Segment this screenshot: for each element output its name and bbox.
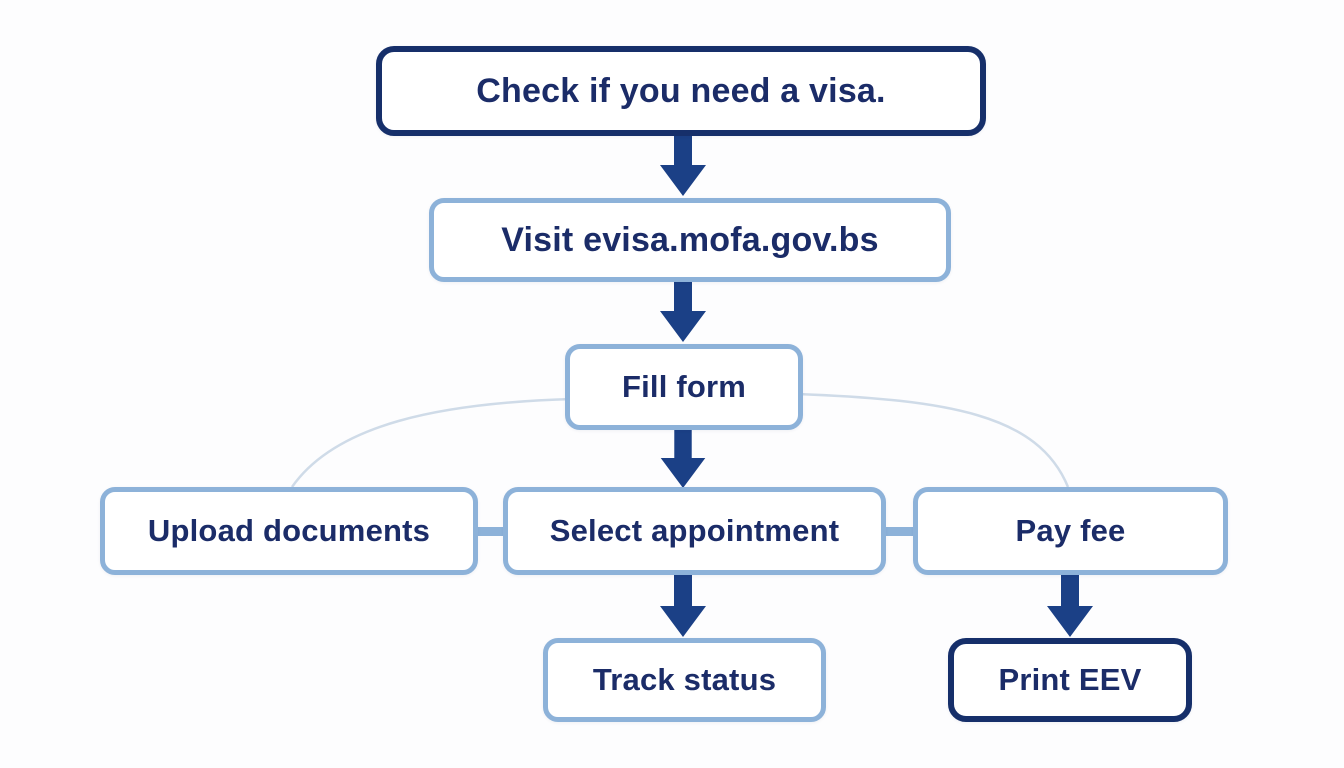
connector-upload-select	[475, 527, 506, 536]
node-check-visa-label: Check if you need a visa.	[476, 71, 886, 110]
arrow-fill-to-select	[660, 427, 706, 489]
node-pay-fee: Pay fee	[913, 487, 1228, 575]
arrow-check-to-visit	[660, 133, 706, 196]
node-upload-documents: Upload documents	[100, 487, 478, 575]
curve-fill-to-upload	[290, 397, 573, 488]
arrow-pay-to-print	[1047, 574, 1093, 637]
node-check-visa: Check if you need a visa.	[376, 46, 986, 136]
connector-select-pay	[883, 527, 916, 536]
node-fill-form-label: Fill form	[621, 369, 747, 404]
node-track-status: Track status	[543, 638, 826, 722]
arrow-select-to-track	[660, 574, 706, 637]
curve-fill-to-pay	[797, 392, 1070, 488]
node-visit-site-label: Visit evisa.mofa.gov.bs	[501, 220, 879, 259]
node-print-eev-label: Print EEV	[998, 662, 1142, 697]
node-visit-site: Visit evisa.mofa.gov.bs	[429, 198, 951, 282]
node-pay-fee-label: Pay fee	[1015, 513, 1126, 548]
node-track-status-label: Track status	[592, 662, 777, 697]
node-select-appointment: Select appointment	[503, 487, 886, 575]
node-upload-documents-label: Upload documents	[147, 513, 431, 548]
node-fill-form: Fill form	[565, 344, 803, 430]
node-print-eev: Print EEV	[948, 638, 1192, 722]
arrow-visit-to-fill	[660, 279, 706, 342]
node-select-appointment-label: Select appointment	[549, 513, 840, 548]
